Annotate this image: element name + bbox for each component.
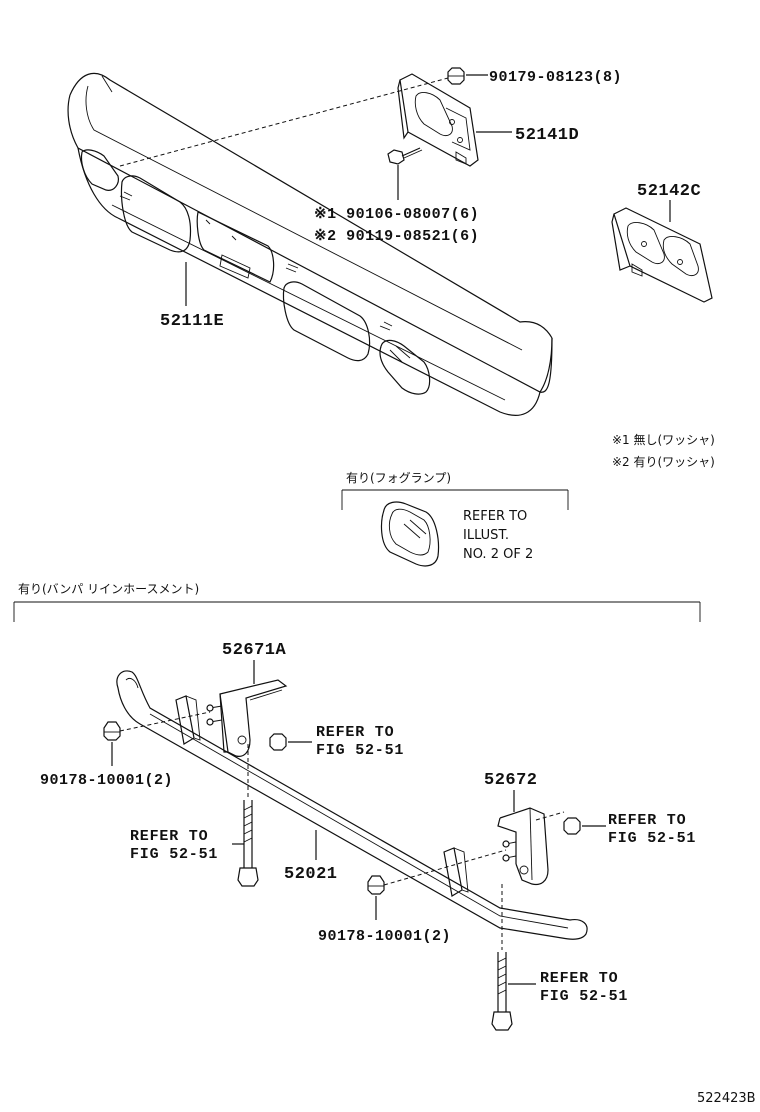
label-bracket-52142c: 52142C [637,182,701,201]
ref-2-line-1: REFER TO [608,812,686,829]
ref-3-line-1: REFER TO [130,828,208,845]
figure-code: 522423B [697,1091,756,1106]
stay-52672-drawing [497,807,549,886]
ref-4-line-1: REFER TO [540,970,618,987]
nut-bottom-drawing [367,875,385,895]
bracket-52141d-drawing [397,73,479,167]
fog-refer-line-1: REFER TO [463,509,527,524]
reinforcement-section-header: 有り(バンパ リインホースメント) [18,582,199,596]
leader-lines-lower [111,660,606,985]
label-bolt-1: ※1 90106-08007(6) [314,206,479,223]
ref-4-line-2: FIG 52-51 [540,988,628,1005]
label-nut-left: 90178-10001(2) [40,772,173,789]
label-stay-52672: 52672 [484,771,538,790]
fog-section-bracket [341,489,569,510]
label-bolt-2: ※2 90119-08521(6) [314,228,479,245]
ref-3-line-2: FIG 52-51 [130,846,218,863]
note-2: ※2 有り(ワッシャ) [612,455,715,469]
stay-52671a-drawing [206,679,288,757]
fog-cover-drawing [380,501,440,567]
bar-mount-left-drawing [175,695,201,745]
reinforcement-bar-drawing [116,670,588,940]
ref-2-line-2: FIG 52-51 [608,830,696,847]
label-reinforcement: 52021 [284,865,338,884]
fog-refer-line-2: ILLUST. [463,528,509,543]
nut-top-drawing [447,67,465,85]
nut-ref-1-drawing [269,733,287,751]
bolt-long-2-drawing [491,952,513,1031]
bar-mount-right-drawing [443,847,469,897]
nut-left-drawing [103,721,121,741]
note-1: ※1 無し(ワッシャ) [612,432,715,447]
bolt-bracket-drawing [387,147,423,165]
leader-lines-upper [119,74,671,306]
ref-1-line-1: REFER TO [316,724,394,741]
label-bracket-52141d: 52141D [515,126,579,145]
fog-refer-line-3: NO. 2 OF 2 [463,547,533,562]
ref-1-line-2: FIG 52-51 [316,742,404,759]
bolt-long-1-drawing [237,800,259,887]
nut-ref-2-drawing [563,817,581,835]
label-nut-bottom: 90178-10001(2) [318,928,451,945]
fog-section-header: 有り(フォグランプ) [346,471,451,485]
bumper-cover-drawing [67,72,553,416]
label-stay-52671a: 52671A [222,641,287,660]
label-bumper-cover: 52111E [160,312,224,331]
bracket-52142c-drawing [611,207,713,303]
reinforcement-section-bracket [13,601,701,622]
label-nut-top: 90179-08123(8) [489,69,622,86]
